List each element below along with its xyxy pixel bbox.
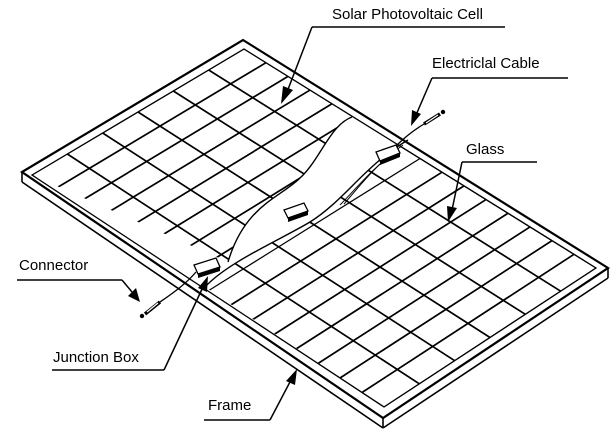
connector-cable-left: [139, 271, 197, 319]
cell-row-line: [208, 69, 352, 262]
cell-column-line: [32, 49, 245, 176]
cell-column-line: [251, 185, 465, 321]
callout-glass: Glass: [447, 141, 537, 222]
cutaway-edges: [204, 116, 409, 288]
cell-column-line: [163, 130, 352, 262]
cell-column-line: [97, 89, 311, 220]
callout-frame: Frame: [204, 369, 297, 421]
label-connector: Connector: [19, 257, 88, 274]
cell-column-line: [207, 157, 421, 292]
callout-junction-box: Junction Box: [52, 276, 208, 371]
label-junction-box: Junction Box: [53, 349, 139, 366]
cell-column-line: [317, 226, 531, 365]
cell-row-line: [66, 153, 352, 262]
label-electrical-cable: Electriclal Cable: [432, 55, 540, 72]
callout-connector: Connector: [17, 257, 140, 302]
cell-column-line: [53, 61, 267, 191]
junction-box-front: [193, 257, 221, 278]
cell-column-line: [273, 198, 487, 336]
cell-column-line: [339, 239, 553, 379]
label-frame: Frame: [208, 397, 251, 414]
cell-column-line: [119, 103, 333, 234]
callout-cell: Solar Photovoltaic Cell: [281, 6, 505, 104]
cell-column-line: [75, 75, 289, 205]
cell-column-line: [295, 212, 509, 350]
junction-box-back: [375, 144, 401, 165]
callout-cable: Electriclal Cable: [411, 55, 568, 126]
label-glass: Glass: [466, 141, 504, 158]
electrical-cable-top: [395, 109, 446, 147]
label-solar-photovoltaic-cell: Solar Photovoltaic Cell: [332, 6, 483, 23]
cell-column-line: [361, 253, 575, 394]
cell-column-line: [229, 171, 443, 307]
cell-column-line: [141, 116, 352, 249]
junction-box-middle: [283, 202, 309, 222]
